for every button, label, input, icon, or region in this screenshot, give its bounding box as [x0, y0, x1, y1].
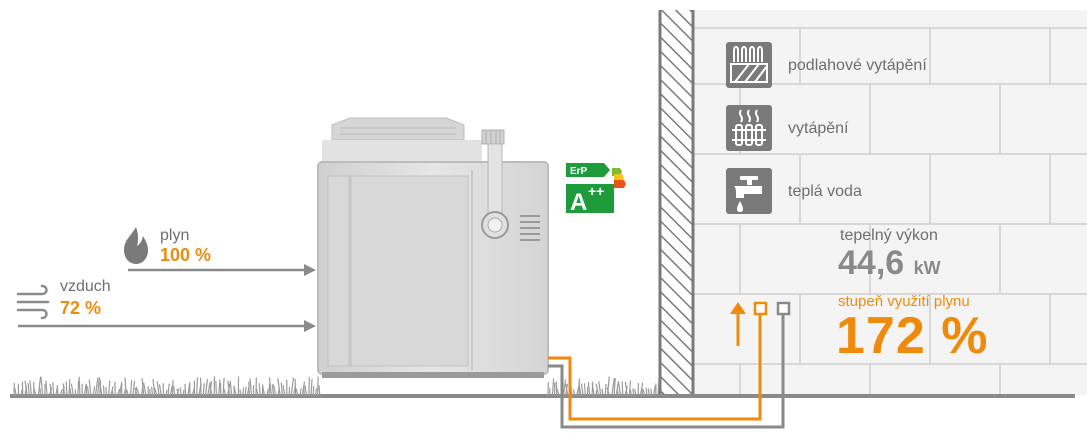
heat-output-value: 44,6 kW — [838, 244, 941, 283]
gas-label: plyn — [160, 227, 190, 244]
heat-output-number: 44,6 — [838, 244, 905, 282]
heat-output-label: tepelný výkon — [840, 227, 938, 244]
heat-up-arrow — [730, 302, 746, 346]
gas-value: 100 % — [160, 245, 212, 265]
gas-arrow — [128, 264, 316, 276]
radiator-icon — [726, 105, 772, 151]
erp-badge: ErP A ++ — [563, 163, 626, 216]
air-arrow — [18, 320, 316, 332]
gas-utilization-label: stupeň využití plynu — [838, 293, 970, 310]
output-floor-heating-label: podlahové vytápění — [788, 57, 927, 74]
flame-icon — [124, 227, 148, 264]
air-label: vzduch — [60, 278, 111, 295]
supply-connector — [753, 301, 768, 316]
erp-label: ErP — [570, 166, 588, 177]
return-pipe — [548, 305, 785, 429]
grass — [13, 376, 660, 397]
wall-section — [658, 10, 695, 395]
output-hot-water-label: teplá voda — [788, 183, 862, 200]
tap-water-icon — [726, 168, 772, 214]
energy-class: A — [570, 189, 587, 216]
energy-class-plus: ++ — [588, 183, 604, 199]
heat-pump-unit — [317, 117, 549, 378]
supply-pipe — [548, 305, 762, 421]
wind-icon — [16, 284, 50, 320]
floor-heating-icon — [726, 42, 772, 88]
output-heating-label: vytápění — [788, 120, 849, 137]
return-connector — [776, 301, 791, 316]
gas-utilization-value: 172 % — [836, 307, 989, 365]
air-value: 72 % — [60, 298, 102, 318]
heat-output-unit: kW — [913, 258, 941, 278]
